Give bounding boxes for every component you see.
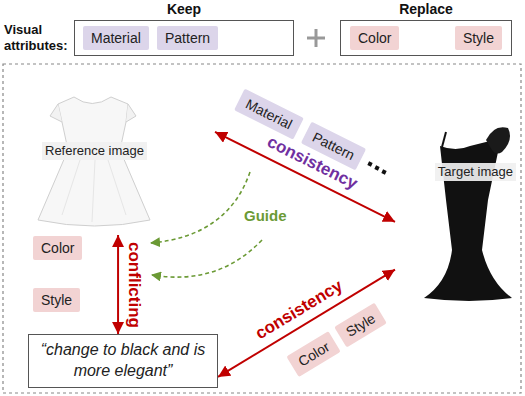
node-text: Style bbox=[41, 291, 72, 309]
node-text: Pattern bbox=[165, 29, 210, 47]
attribute-chip: Color bbox=[350, 26, 399, 50]
attribute-chip: Style bbox=[335, 303, 388, 348]
target-image: Target image bbox=[395, 128, 520, 305]
reference-image: Reference image bbox=[30, 95, 215, 235]
edge-label: conflicting bbox=[124, 242, 144, 328]
node-text: Style bbox=[463, 29, 494, 47]
attribute-chip: Style bbox=[455, 26, 502, 50]
node-text: Color bbox=[358, 29, 391, 47]
guide-arrow bbox=[151, 172, 250, 243]
group-heading: Keep bbox=[75, 0, 293, 18]
edge-label: consistency bbox=[252, 276, 346, 344]
node-text: Style bbox=[343, 310, 379, 342]
attribute-group: KeepMaterialPattern bbox=[74, 20, 294, 56]
node-text: “change to black and is more elegant” bbox=[37, 340, 209, 382]
attribute-chip: Color bbox=[286, 331, 341, 377]
node-text: Color bbox=[41, 239, 74, 257]
guide-label: Guide bbox=[244, 207, 287, 225]
node-text: Material bbox=[91, 29, 141, 47]
attribute-chip: Color bbox=[33, 236, 82, 260]
image-caption: Target image bbox=[435, 163, 516, 181]
white-dress bbox=[38, 97, 150, 226]
group-heading: Replace bbox=[341, 0, 511, 18]
ellipsis-symbol bbox=[367, 161, 386, 174]
instruction-text-box: “change to black and is more elegant” bbox=[28, 334, 218, 388]
black-dress bbox=[424, 127, 512, 301]
attribute-chip: Material bbox=[83, 26, 149, 50]
node-text: Color bbox=[294, 338, 332, 371]
plus-sign bbox=[307, 29, 325, 47]
attribute-chip: Style bbox=[33, 288, 80, 312]
attribute-group: ReplaceColorStyle bbox=[340, 20, 512, 56]
double-arrow bbox=[117, 235, 119, 334]
image-caption: Reference image bbox=[42, 142, 147, 160]
double-arrow bbox=[218, 270, 395, 377]
row-label: Visual attributes: bbox=[4, 22, 72, 54]
dashed-frame bbox=[3, 64, 521, 393]
node-text: Material bbox=[242, 95, 295, 133]
attribute-chip: Pattern bbox=[157, 26, 218, 50]
attribute-chip: Material bbox=[234, 89, 304, 140]
guide-arrow bbox=[152, 240, 262, 277]
